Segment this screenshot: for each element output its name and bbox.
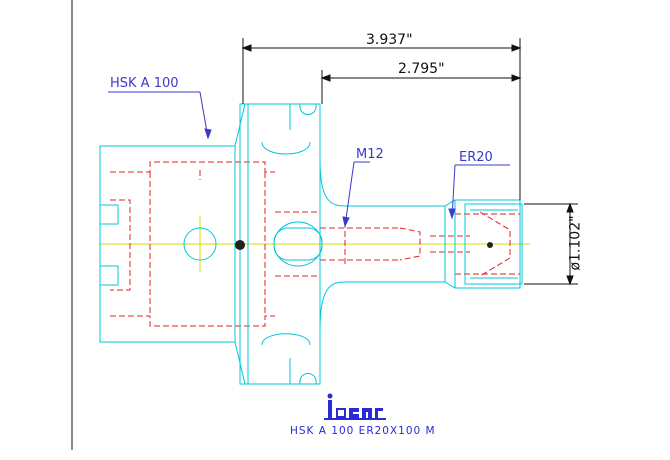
centerlines bbox=[100, 216, 530, 272]
leader-lines bbox=[108, 91, 510, 228]
dimension-lines bbox=[241, 38, 578, 286]
overall-length-dimension: 3.937" bbox=[366, 32, 413, 48]
projection-length-dimension: 2.795" bbox=[398, 61, 445, 77]
center-point-left bbox=[235, 240, 245, 250]
brand-logo bbox=[324, 393, 386, 420]
diameter-dimension: ø1.102" bbox=[567, 215, 584, 271]
thread-label: M12 bbox=[356, 147, 384, 162]
tool-outline bbox=[99, 103, 523, 385]
hsk-shank-label: HSK A 100 bbox=[110, 76, 179, 91]
collet-label: ER20 bbox=[459, 150, 493, 165]
center-point-right bbox=[487, 242, 493, 248]
drawing-caption: HSK A 100 ER20X100 M bbox=[290, 425, 436, 437]
